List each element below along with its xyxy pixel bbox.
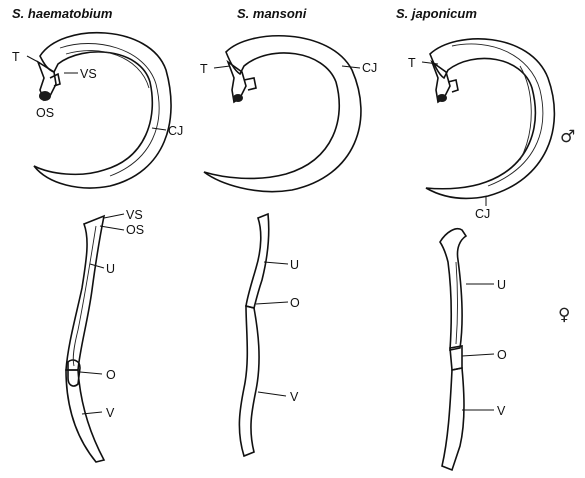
- leader-fem-man-v: [258, 392, 286, 396]
- label-fem-haem-u: U: [106, 262, 115, 276]
- leader-fem-jap-o: [462, 354, 494, 356]
- label-fem-man-u: U: [290, 258, 299, 272]
- male-japonicum-worm: [426, 39, 554, 199]
- title-mansoni: S. mansoni: [237, 6, 307, 21]
- label-male-haem-cj: CJ: [168, 124, 183, 138]
- label-fem-haem-vs: VS: [126, 208, 143, 222]
- label-fem-jap-o: O: [497, 348, 507, 362]
- leader-fem-haem-vs: [104, 214, 124, 218]
- label-male-haem-os: OS: [36, 106, 54, 120]
- female-haematobium-worm: [66, 216, 104, 462]
- leader-male-haem-t: [27, 56, 40, 63]
- leader-fem-man-u: [264, 262, 288, 264]
- label-fem-jap-v: V: [497, 404, 506, 418]
- leader-fem-haem-os: [100, 226, 124, 230]
- title-haematobium: S. haematobium: [12, 6, 113, 21]
- leader-fem-haem-o: [80, 372, 102, 374]
- label-male-jap-t: T: [408, 56, 416, 70]
- leader-male-haem-cj: [152, 128, 166, 130]
- label-male-man-t: T: [200, 62, 208, 76]
- leader-fem-haem-u: [90, 264, 104, 268]
- label-fem-haem-os: OS: [126, 223, 144, 237]
- label-fem-man-v: V: [290, 390, 299, 404]
- label-fem-man-o: O: [290, 296, 300, 310]
- label-male-haem-vs: VS: [80, 67, 97, 81]
- female-symbol: ♀: [558, 305, 570, 325]
- label-fem-jap-u: U: [497, 278, 506, 292]
- label-male-jap-cj: CJ: [475, 207, 490, 221]
- female-japonicum-worm: [440, 229, 466, 470]
- label-male-man-cj: CJ: [362, 61, 377, 75]
- male-symbol: ♂: [560, 127, 575, 147]
- leader-male-man-t: [214, 66, 230, 68]
- label-fem-haem-v: V: [106, 406, 115, 420]
- female-mansoni-worm: [239, 214, 268, 456]
- title-japonicum: S. japonicum: [396, 6, 477, 21]
- label-male-haem-t: T: [12, 50, 20, 64]
- male-haematobium-worm: [34, 33, 171, 188]
- leader-fem-man-o: [256, 302, 288, 304]
- leader-male-jap-t: [422, 62, 438, 64]
- male-mansoni-worm: [204, 36, 361, 192]
- label-fem-haem-o: O: [106, 368, 116, 382]
